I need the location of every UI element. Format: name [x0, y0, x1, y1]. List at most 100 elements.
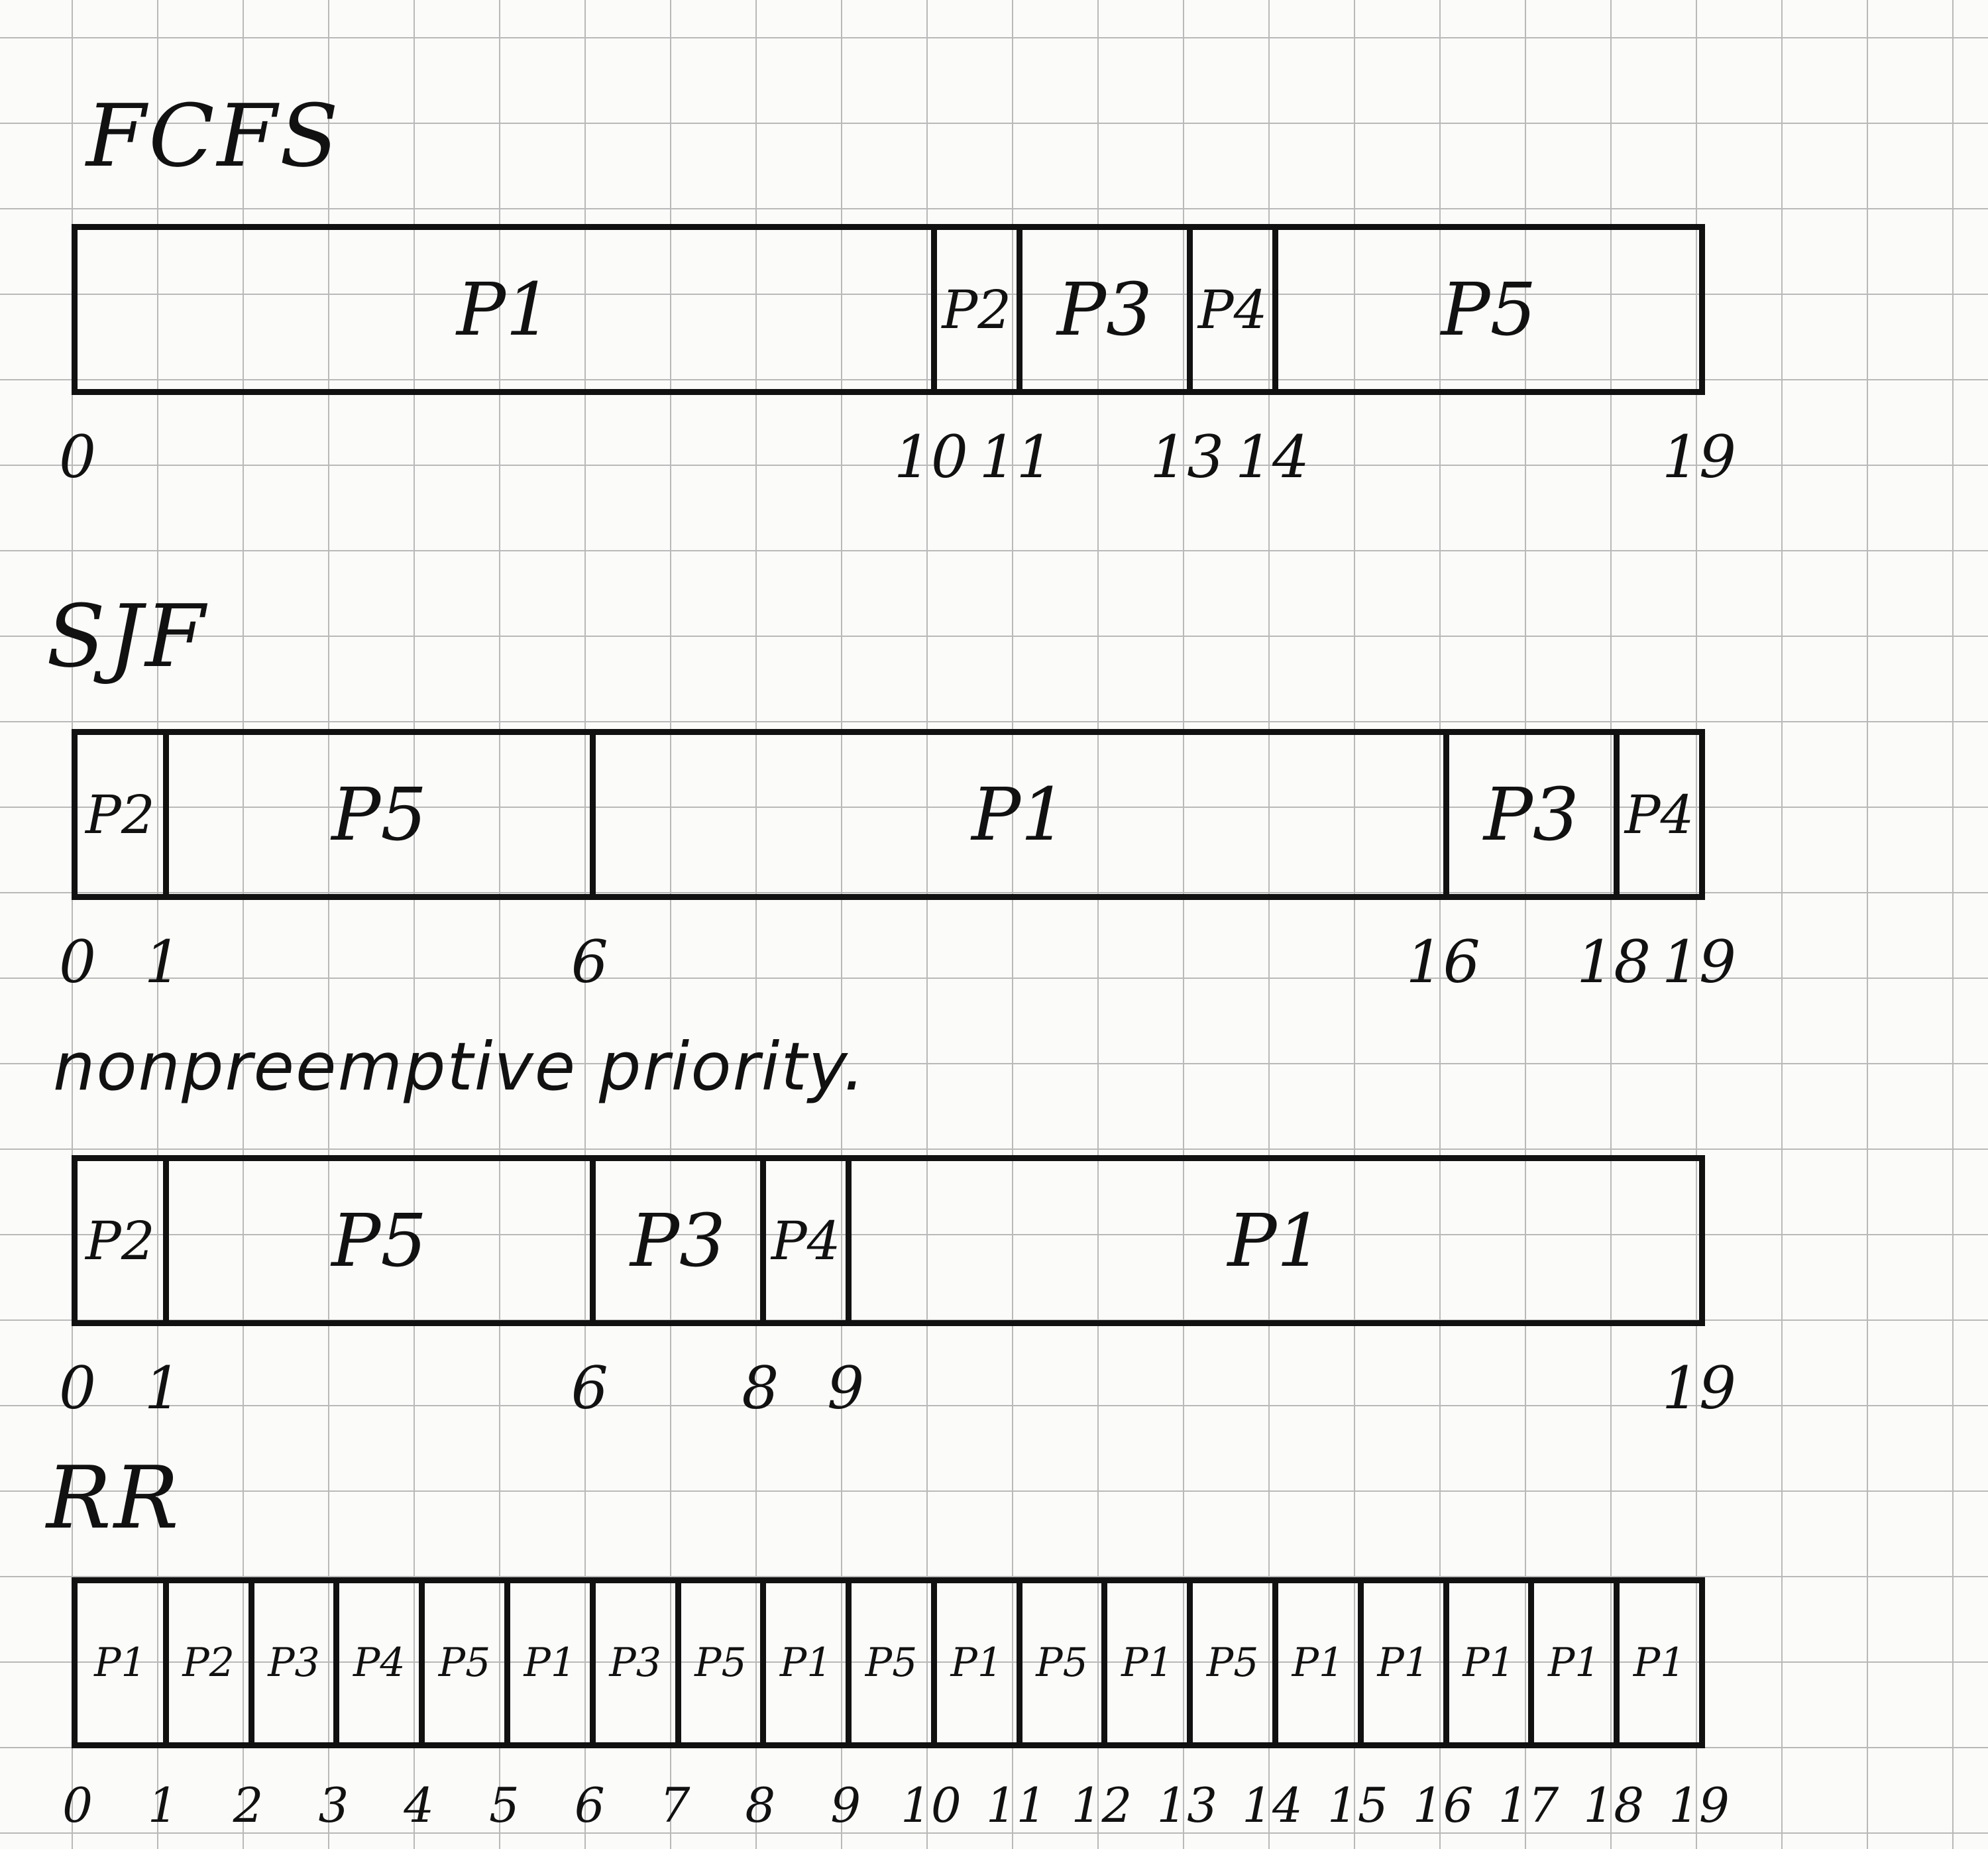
rr-time-tick: 9 [830, 1777, 861, 1833]
sjf-segment: P3 [1443, 735, 1614, 894]
rr-segment-label: P2 [182, 1640, 235, 1686]
fcfs-segment: P1 [78, 230, 931, 389]
rr-segment: P5 [846, 1583, 931, 1742]
rr-time-tick: 14 [1242, 1777, 1303, 1833]
fcfs-time-tick: 11 [979, 423, 1054, 491]
priority-time-tick: 9 [827, 1354, 865, 1422]
fcfs-time-tick: 14 [1235, 423, 1310, 491]
sjf-time-tick: 19 [1662, 928, 1736, 996]
priority-segment-label: P5 [331, 1198, 427, 1283]
rr-segment-label: P5 [1206, 1640, 1259, 1686]
rr-segment-label: P1 [1633, 1640, 1686, 1686]
rr-time-tick: 8 [745, 1777, 776, 1833]
sjf-segment-label: P1 [971, 772, 1068, 857]
rr-segment-label: P5 [865, 1640, 918, 1686]
priority-segment-label: P1 [1227, 1198, 1323, 1283]
fcfs-segment: P2 [930, 230, 1017, 389]
rr-time-tick: 11 [985, 1777, 1047, 1833]
sjf-segment: P5 [162, 735, 590, 894]
rr-segment: P1 [1443, 1583, 1529, 1742]
sjf-time-tick: 1 [144, 928, 182, 996]
fcfs-time-tick: 13 [1150, 423, 1225, 491]
priority-time-tick: 0 [59, 1354, 96, 1422]
rr-time-tick: 16 [1412, 1777, 1474, 1833]
fcfs-segment: P4 [1187, 230, 1272, 389]
rr-segment: P5 [1187, 1583, 1272, 1742]
rr-time-tick: 0 [62, 1777, 93, 1833]
sjf-time-tick: 6 [571, 928, 608, 996]
sjf-segment-label: P2 [85, 783, 155, 846]
fcfs-time-tick: 10 [893, 423, 968, 491]
fcfs-time-tick: 0 [59, 423, 96, 491]
rr-segment: P2 [162, 1583, 248, 1742]
rr-segment-label: P1 [524, 1640, 577, 1686]
rr-time-tick: 19 [1669, 1777, 1730, 1833]
rr-time-tick: 6 [574, 1777, 605, 1833]
rr-segment-label: P1 [1377, 1640, 1429, 1686]
priority-time-tick: 8 [742, 1354, 779, 1422]
priority-time-tick: 19 [1662, 1354, 1736, 1422]
rr-segment-label: P1 [1292, 1640, 1345, 1686]
rr-segment: P1 [760, 1583, 846, 1742]
rr-segment-label: P4 [353, 1640, 406, 1686]
rr-segment: P3 [589, 1583, 675, 1742]
rr-segment-label: P1 [1121, 1640, 1174, 1686]
rr-time-tick: 4 [404, 1777, 435, 1833]
rr-time-tick: 5 [489, 1777, 520, 1833]
rr-time-tick: 17 [1498, 1777, 1559, 1833]
rr-time-tick: 2 [233, 1777, 264, 1833]
priority-title: nonpreemptive priority. [53, 1028, 866, 1105]
fcfs-segment: P3 [1016, 230, 1187, 389]
fcfs-title: FCFS [86, 85, 341, 186]
rr-segment-label: P5 [438, 1640, 491, 1686]
priority-segment: P1 [846, 1161, 1699, 1320]
rr-segment: P1 [1528, 1583, 1614, 1742]
priority-segment-label: P4 [771, 1209, 841, 1272]
rr-segment: P1 [1101, 1583, 1187, 1742]
rr-time-tick: 3 [318, 1777, 349, 1833]
rr-time-tick: 10 [901, 1777, 962, 1833]
sjf-segment-label: P4 [1624, 783, 1694, 846]
rr-segment-label: P1 [779, 1640, 832, 1686]
rr-time-tick: 18 [1583, 1777, 1645, 1833]
rr-segment: P4 [333, 1583, 419, 1742]
fcfs-segment-label: P3 [1056, 267, 1152, 352]
sjf-segment: P1 [589, 735, 1443, 894]
sjf-title: SJF [46, 586, 208, 687]
sjf-time-tick: 0 [59, 928, 96, 996]
rr-segment-label: P1 [1463, 1640, 1515, 1686]
rr-segment: P5 [419, 1583, 504, 1742]
rr-segment: P3 [248, 1583, 334, 1742]
rr-segment: P5 [675, 1583, 761, 1742]
rr-gantt-chart: P1 P2 P3 P4 P5 P1 P3 P5 P1 P5 P1 P5 P1 P5 P1 P1 P1 P1 P1 [72, 1577, 1705, 1748]
priority-time-tick: 6 [571, 1354, 608, 1422]
rr-time-tick: 13 [1156, 1777, 1218, 1833]
rr-time-tick: 7 [659, 1777, 690, 1833]
sjf-segment-label: P3 [1483, 772, 1579, 857]
fcfs-segment-label: P2 [942, 278, 1012, 341]
rr-segment-label: P5 [1036, 1640, 1088, 1686]
priority-segment: P5 [162, 1161, 590, 1320]
priority-segment: P3 [589, 1161, 761, 1320]
rr-segment: P1 [930, 1583, 1017, 1742]
rr-segment: P1 [1272, 1583, 1358, 1742]
rr-segment: P5 [1016, 1583, 1102, 1742]
fcfs-segment-label: P5 [1441, 267, 1537, 352]
rr-segment-label: P3 [268, 1640, 320, 1686]
fcfs-segment-label: P4 [1197, 278, 1268, 341]
rr-time-tick: 12 [1071, 1777, 1132, 1833]
rr-segment-label: P1 [94, 1640, 146, 1686]
rr-segment-label: P3 [609, 1640, 661, 1686]
rr-time-tick: 1 [147, 1777, 178, 1833]
fcfs-segment: P5 [1272, 230, 1699, 389]
rr-time-tick: 15 [1327, 1777, 1388, 1833]
rr-segment-label: P1 [950, 1640, 1003, 1686]
sjf-segment: P4 [1614, 735, 1699, 894]
rr-segment: P1 [1357, 1583, 1443, 1742]
rr-title: RR [46, 1447, 182, 1548]
priority-segment: P2 [78, 1161, 163, 1320]
rr-segment-label: P5 [694, 1640, 747, 1686]
